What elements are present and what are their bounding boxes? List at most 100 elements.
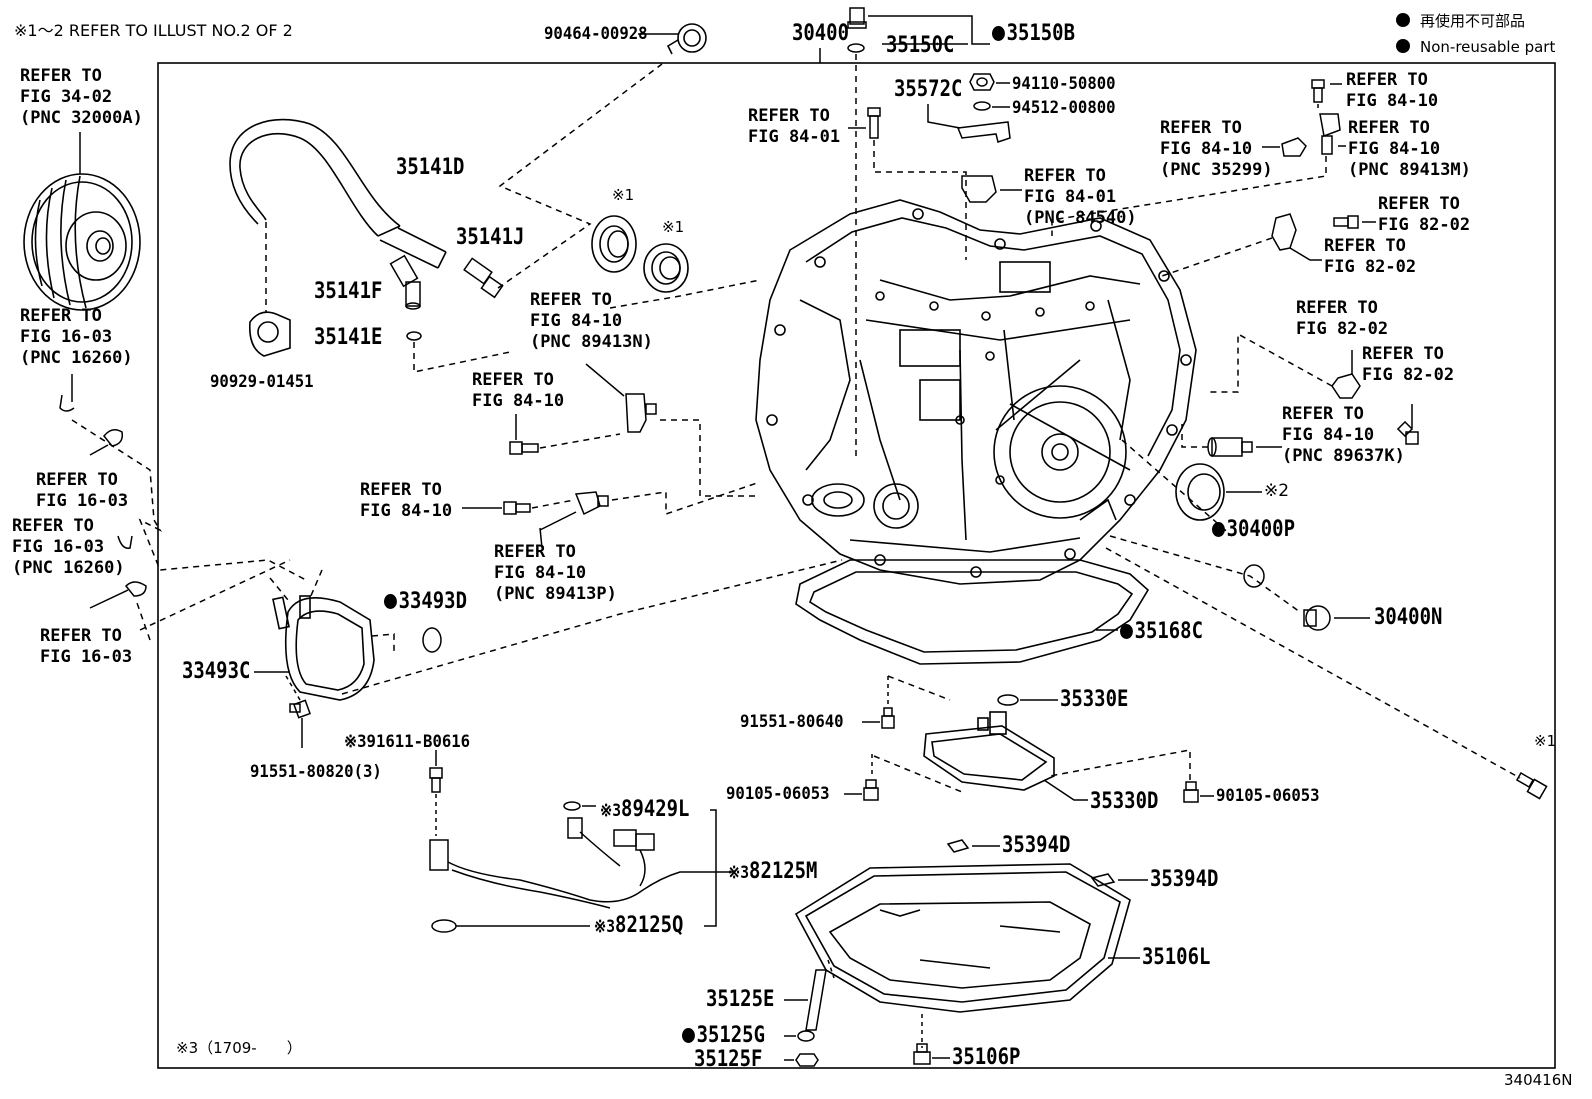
- refer-fig-16-03-d[interactable]: REFER TO FIG 16-03: [40, 626, 133, 667]
- sensor-89413N: [625, 393, 657, 433]
- gasket-30400P: [1243, 564, 1265, 588]
- part-35106P[interactable]: 35106P: [952, 1045, 1021, 1070]
- non-reusable-dot-icon: [1212, 522, 1225, 537]
- part-91551-80640[interactable]: 91551-80640: [740, 712, 844, 732]
- part-90929-01451[interactable]: 90929-01451: [210, 372, 314, 392]
- part-90464-00928[interactable]: 90464-00928: [544, 24, 648, 44]
- bolt-fig82-02-b: [1396, 420, 1419, 445]
- refer-fig-84-10-b[interactable]: REFER TO FIG 84-10: [360, 480, 453, 521]
- refer-fig-16-03-c[interactable]: REFER TO FIG 16-03 (PNC 16260): [12, 516, 125, 578]
- bolt-35106P: [913, 1043, 931, 1065]
- part-30400P[interactable]: 30400P: [1212, 518, 1295, 542]
- part-35125F[interactable]: 35125F: [694, 1047, 763, 1072]
- part-35141E[interactable]: 35141E: [314, 325, 383, 350]
- part-30400N[interactable]: 30400N: [1374, 605, 1443, 630]
- refer-fig-84-10-89413P[interactable]: REFER TO FIG 84-10 (PNC 89413P): [494, 542, 617, 604]
- plate-35299: [1281, 137, 1307, 157]
- refer-fig-34-02[interactable]: REFER TO FIG 34-02 (PNC 32000A): [20, 66, 143, 128]
- fitting-35141F: [389, 254, 421, 310]
- mark-1-seal-a: ※1: [612, 186, 635, 204]
- part-35125E[interactable]: 35125E: [706, 987, 775, 1012]
- refer-fig-84-10-89413M[interactable]: REFER TO FIG 84-10 (PNC 89413M): [1348, 118, 1471, 180]
- refer-fig-82-02-d[interactable]: REFER TO FIG 82-02: [1362, 344, 1455, 385]
- magnet-35394D-b: [1090, 873, 1116, 887]
- harness-82125M: [429, 817, 698, 909]
- sensor-89637K: [1207, 437, 1253, 457]
- torque-converter: [23, 173, 141, 311]
- non-reusable-dot-icon: [682, 1028, 695, 1043]
- bolt-mark-1: [1515, 772, 1548, 800]
- part-33493C[interactable]: 33493C: [182, 659, 251, 684]
- part-35168C[interactable]: 35168C: [1120, 620, 1203, 644]
- bracket-35572C: [956, 121, 1011, 143]
- refer-fig-82-02-c[interactable]: REFER TO FIG 82-02: [1296, 298, 1389, 339]
- refer-fig-16-03-b[interactable]: REFER TO FIG 16-03: [36, 470, 129, 511]
- legend-non-reusable-en: Non-reusable part: [1396, 38, 1555, 56]
- part-35141J[interactable]: 35141J: [456, 225, 525, 250]
- part-89429L[interactable]: ※389429L: [600, 797, 690, 822]
- bolt-91551-80640: [881, 707, 895, 729]
- strainer-35330D: [923, 711, 1055, 791]
- header-note: ※1～2 REFER TO ILLUST NO.2 OF 2: [14, 21, 293, 40]
- part-35572C[interactable]: 35572C: [894, 77, 963, 102]
- mark-2-seal: ※2: [1264, 481, 1290, 501]
- clip-left-b: [124, 581, 147, 597]
- part-35141F[interactable]: 35141F: [314, 279, 383, 304]
- part-35141D[interactable]: 35141D: [396, 155, 465, 180]
- part-94110-50800[interactable]: 94110-50800: [1012, 74, 1116, 94]
- o-ring-33493D: [422, 627, 442, 653]
- refer-fig-84-10-top[interactable]: REFER TO FIG 84-10: [1346, 70, 1439, 111]
- oil-cooler-33493C: [272, 595, 375, 701]
- refer-fig-16-03-a[interactable]: REFER TO FIG 16-03 (PNC 16260): [20, 306, 133, 368]
- bolt-90105-06053-a: [863, 779, 879, 801]
- part-30400[interactable]: 30400: [792, 21, 849, 46]
- refer-fig-84-10-35299[interactable]: REFER TO FIG 84-10 (PNC 35299): [1160, 118, 1273, 180]
- o-ring-35141E: [406, 331, 422, 341]
- part-35150C[interactable]: 35150C: [886, 33, 955, 58]
- bolt-fig84-01: [867, 107, 881, 139]
- sensor-89413P: [574, 491, 609, 516]
- part-35394D-upper[interactable]: 35394D: [1002, 833, 1071, 858]
- illustration-id: 340416N: [1504, 1071, 1573, 1089]
- part-35106L[interactable]: 35106L: [1142, 945, 1211, 970]
- refer-fig-84-10-a[interactable]: REFER TO FIG 84-10: [472, 370, 565, 411]
- hose-clamp-left-b: [117, 535, 133, 549]
- oil-seal-b: [643, 243, 689, 293]
- part-90105-06053-right[interactable]: 90105-06053: [1216, 786, 1320, 806]
- oil-seal-a: [591, 215, 637, 273]
- part-35125G[interactable]: 35125G: [682, 1024, 765, 1048]
- refer-fig-82-02-a[interactable]: REFER TO FIG 82-02: [1378, 194, 1471, 235]
- oil-pan-35106L: [794, 863, 1131, 1013]
- part-35330E[interactable]: 35330E: [1060, 687, 1129, 712]
- bolt-91611-B0616: [429, 767, 443, 793]
- magnet-35394D-a: [946, 839, 970, 853]
- non-reusable-dot-icon: [1120, 624, 1133, 639]
- plug-35150B: [847, 7, 867, 29]
- gasket-35150C: [847, 43, 865, 53]
- part-35330D[interactable]: 35330D: [1090, 789, 1159, 814]
- part-82125Q[interactable]: ※382125Q: [594, 913, 684, 938]
- refer-fig-82-02-b[interactable]: REFER TO FIG 82-02: [1324, 236, 1417, 277]
- clip-left-a: [103, 429, 124, 447]
- refer-fig-84-01-a[interactable]: REFER TO FIG 84-01: [748, 106, 841, 147]
- mark-1-seal-b: ※1: [662, 218, 685, 236]
- refer-fig-84-10-89413N[interactable]: REFER TO FIG 84-10 (PNC 89413N): [530, 290, 653, 352]
- part-35150B[interactable]: 35150B: [992, 22, 1075, 46]
- hose-clamp-left-a: [59, 394, 75, 412]
- part-91611-B0616[interactable]: ※391611-B0616: [344, 732, 471, 752]
- refer-fig-84-10-89637K[interactable]: REFER TO FIG 84-10 (PNC 89637K): [1282, 404, 1405, 466]
- refer-fig-84-01-b[interactable]: REFER TO FIG 84-01 (PNC 84540): [1024, 166, 1137, 228]
- part-33493D[interactable]: 33493D: [384, 590, 467, 614]
- oil-seal-2: [1175, 463, 1225, 521]
- non-reusable-dot-icon: [384, 594, 397, 609]
- bolt-fig82-02-a: [1333, 215, 1359, 229]
- plug-35125F: [795, 1053, 819, 1067]
- part-82125M[interactable]: ※382125M: [728, 859, 818, 884]
- o-ring-35330E: [997, 694, 1019, 706]
- part-90105-06053-left[interactable]: 90105-06053: [726, 784, 830, 804]
- part-91551-80820[interactable]: 91551-80820(3): [250, 762, 382, 782]
- part-94512-00800[interactable]: 94512-00800: [1012, 98, 1116, 118]
- part-35394D-lower[interactable]: 35394D: [1150, 867, 1219, 892]
